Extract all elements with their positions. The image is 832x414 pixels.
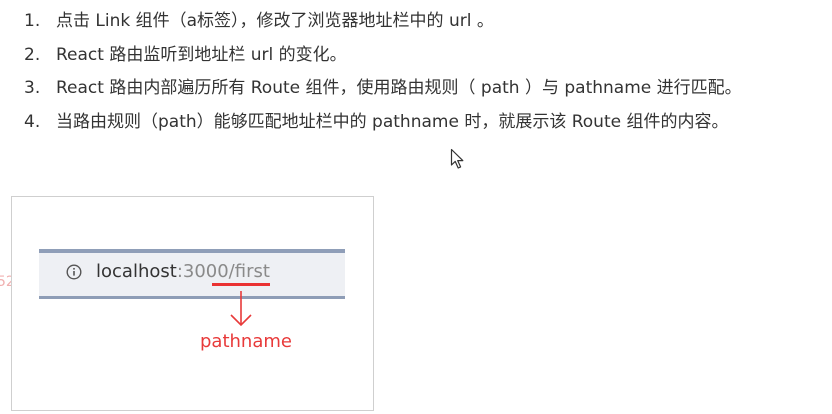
step-text: React 路由内部遍历所有 Route 组件，使用路由规则（ path ）与 … [56,78,742,98]
step-number: 3. [24,78,41,98]
step-number: 1. [24,11,41,31]
step-number: 4. [24,111,41,132]
url-text: localhost:3000/first [96,259,270,285]
url-host: localhost [96,261,177,282]
step-text: 点击 Link 组件（a标签），修改了浏览器地址栏中的 url 。 [56,11,494,31]
pathname-label: pathname [200,331,292,352]
stray-number: 52 [0,274,12,290]
url-port-path: :3000/first [176,261,270,282]
address-bar: localhost:3000/first [39,249,345,299]
step-text: 当路由规则（path）能够匹配地址栏中的 pathname 时，就展示该 Rou… [56,111,729,132]
info-circle-icon [66,264,82,280]
pathname-underline [212,283,270,286]
step-text: React 路由监听到地址栏 url 的变化。 [56,44,347,65]
mouse-pointer-icon [450,148,464,169]
step-number: 2. [24,44,41,65]
url-illustration: localhost:3000/first pathname [11,196,374,411]
arrow-down-icon [230,291,252,327]
